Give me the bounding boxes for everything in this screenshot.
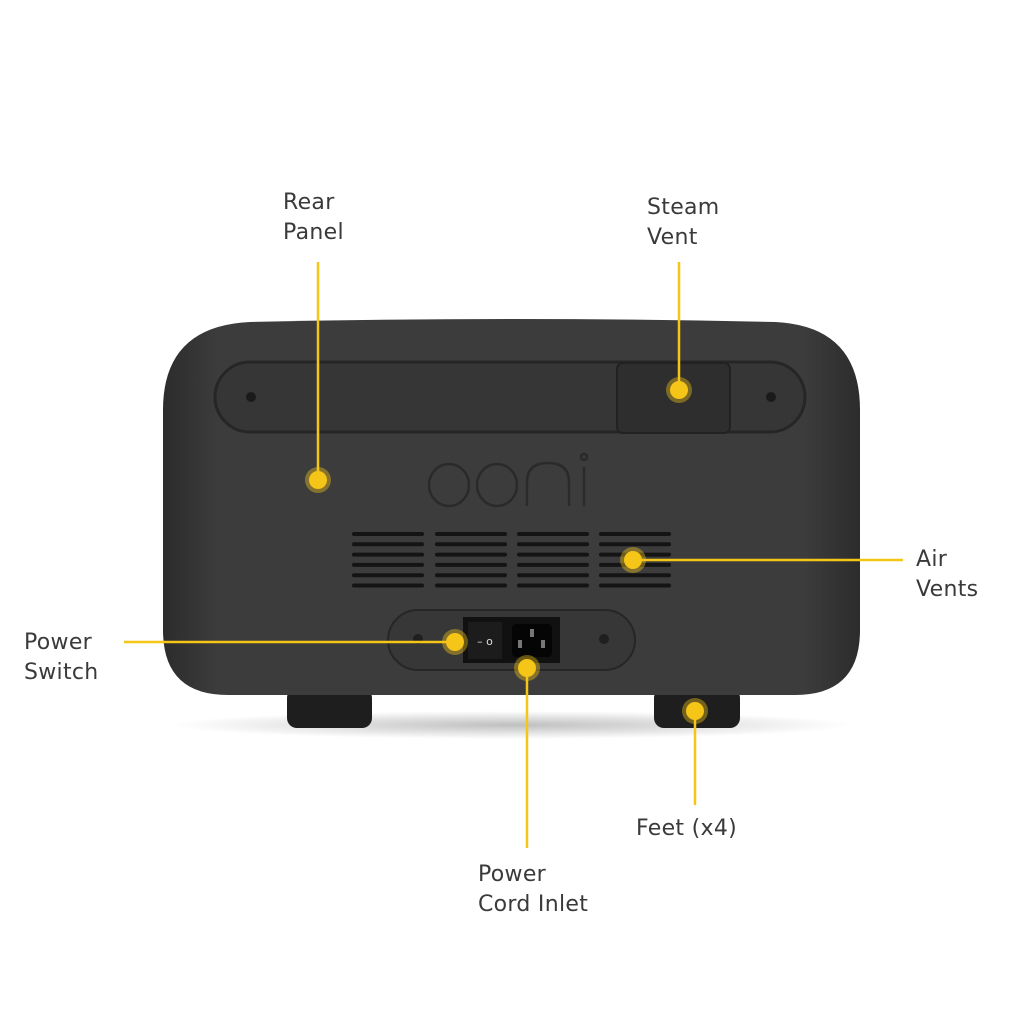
vent-slot <box>599 532 671 536</box>
label-line: Vents <box>916 577 979 602</box>
vent-slot <box>352 552 424 557</box>
inlet-pin <box>530 629 534 637</box>
label-line: Panel <box>283 220 344 245</box>
hotspots <box>305 377 708 724</box>
vent-slot <box>517 573 589 578</box>
vent-slot <box>352 562 424 567</box>
label-power-switch: Power Switch <box>24 628 99 688</box>
label-power-cord-inlet: Power Cord Inlet <box>478 860 588 920</box>
label-line: Vent <box>647 225 698 250</box>
label-line: Feet (x4) <box>636 816 738 841</box>
vent-slot <box>352 583 424 588</box>
vent-slot <box>352 532 424 536</box>
vent-slot <box>435 552 507 557</box>
label-line: Air <box>916 547 948 572</box>
hotspot-rear-panel <box>305 467 331 493</box>
screw <box>599 634 609 644</box>
label-line: Power <box>24 630 93 655</box>
vent-slot <box>599 542 671 547</box>
floor-shadow <box>172 711 852 739</box>
power-switch[interactable] <box>468 622 502 659</box>
label-steam-vent: Steam Vent <box>647 193 720 253</box>
hotspot-power-switch <box>442 629 468 655</box>
label-line: Switch <box>24 660 99 685</box>
hotspot-air-vents <box>620 547 646 573</box>
vent-slot <box>352 573 424 578</box>
vent-slot <box>435 542 507 547</box>
inlet-pin <box>518 640 522 648</box>
label-feet: Feet (x4) <box>636 814 737 844</box>
label-rear-panel: Rear Panel <box>283 188 344 248</box>
switch-symbols: – o <box>477 635 493 648</box>
vent-slot <box>435 573 507 578</box>
label-line: Cord Inlet <box>478 892 589 917</box>
screw <box>766 392 776 402</box>
vent-slot <box>517 562 589 567</box>
vent-slot <box>517 532 589 536</box>
vent-slot <box>435 583 507 588</box>
air-vent-grille <box>352 532 671 588</box>
hotspot-power-cord-inlet <box>514 655 540 681</box>
vent-slot <box>435 562 507 567</box>
screw <box>246 392 256 402</box>
vent-slot <box>517 552 589 557</box>
label-air-vents: Air Vents <box>916 545 978 605</box>
steam-vent-cover <box>616 362 731 434</box>
leader-lines <box>124 262 903 848</box>
vent-slot <box>599 583 671 588</box>
label-line: Power <box>478 862 547 887</box>
ooni-logo <box>427 452 589 508</box>
label-line: Steam <box>647 195 720 220</box>
vent-slot <box>599 573 671 578</box>
vent-slot <box>517 583 589 588</box>
label-line: Rear <box>283 190 335 215</box>
foot-left <box>287 688 372 728</box>
vent-slot <box>352 542 424 547</box>
hotspot-steam-vent <box>666 377 692 403</box>
hotspot-feet <box>682 698 708 724</box>
inlet-pin <box>541 640 545 648</box>
power-cord-inlet[interactable] <box>512 624 552 657</box>
vent-slot <box>517 542 589 547</box>
vent-slot <box>435 532 507 536</box>
